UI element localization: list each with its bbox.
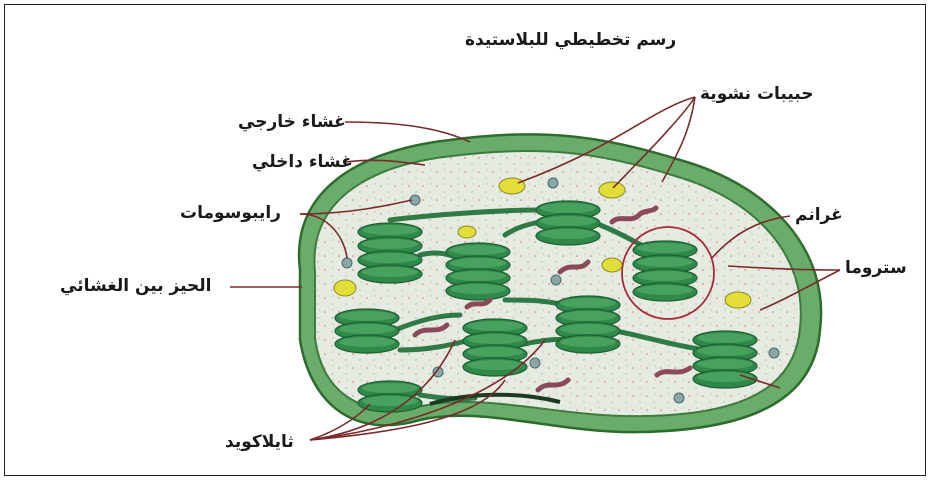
label-starch-grains: حبيبات نشوية bbox=[700, 84, 814, 104]
granum-stack bbox=[633, 241, 697, 301]
granum-stack bbox=[335, 309, 399, 353]
granum-stack bbox=[446, 243, 510, 300]
label-inner-membrane: غشاء داخلي bbox=[252, 152, 353, 172]
granum-stack bbox=[536, 201, 600, 245]
label-intermembrane-space: الحيز بين الغشائي bbox=[60, 276, 212, 296]
label-thylakoid: ثايلاكويد bbox=[225, 432, 294, 452]
granum-stack bbox=[693, 331, 757, 388]
granum-stack bbox=[556, 296, 620, 353]
diagram-title: رسم تخطيطي للبلاستيدة bbox=[465, 30, 676, 50]
label-stroma: ستروما bbox=[845, 258, 907, 278]
granum-stack bbox=[358, 223, 422, 283]
label-granum: غرانم bbox=[795, 205, 843, 225]
label-ribosomes: رايبوسومات bbox=[180, 203, 281, 223]
label-outer-membrane: غشاء خارجي bbox=[238, 112, 346, 132]
